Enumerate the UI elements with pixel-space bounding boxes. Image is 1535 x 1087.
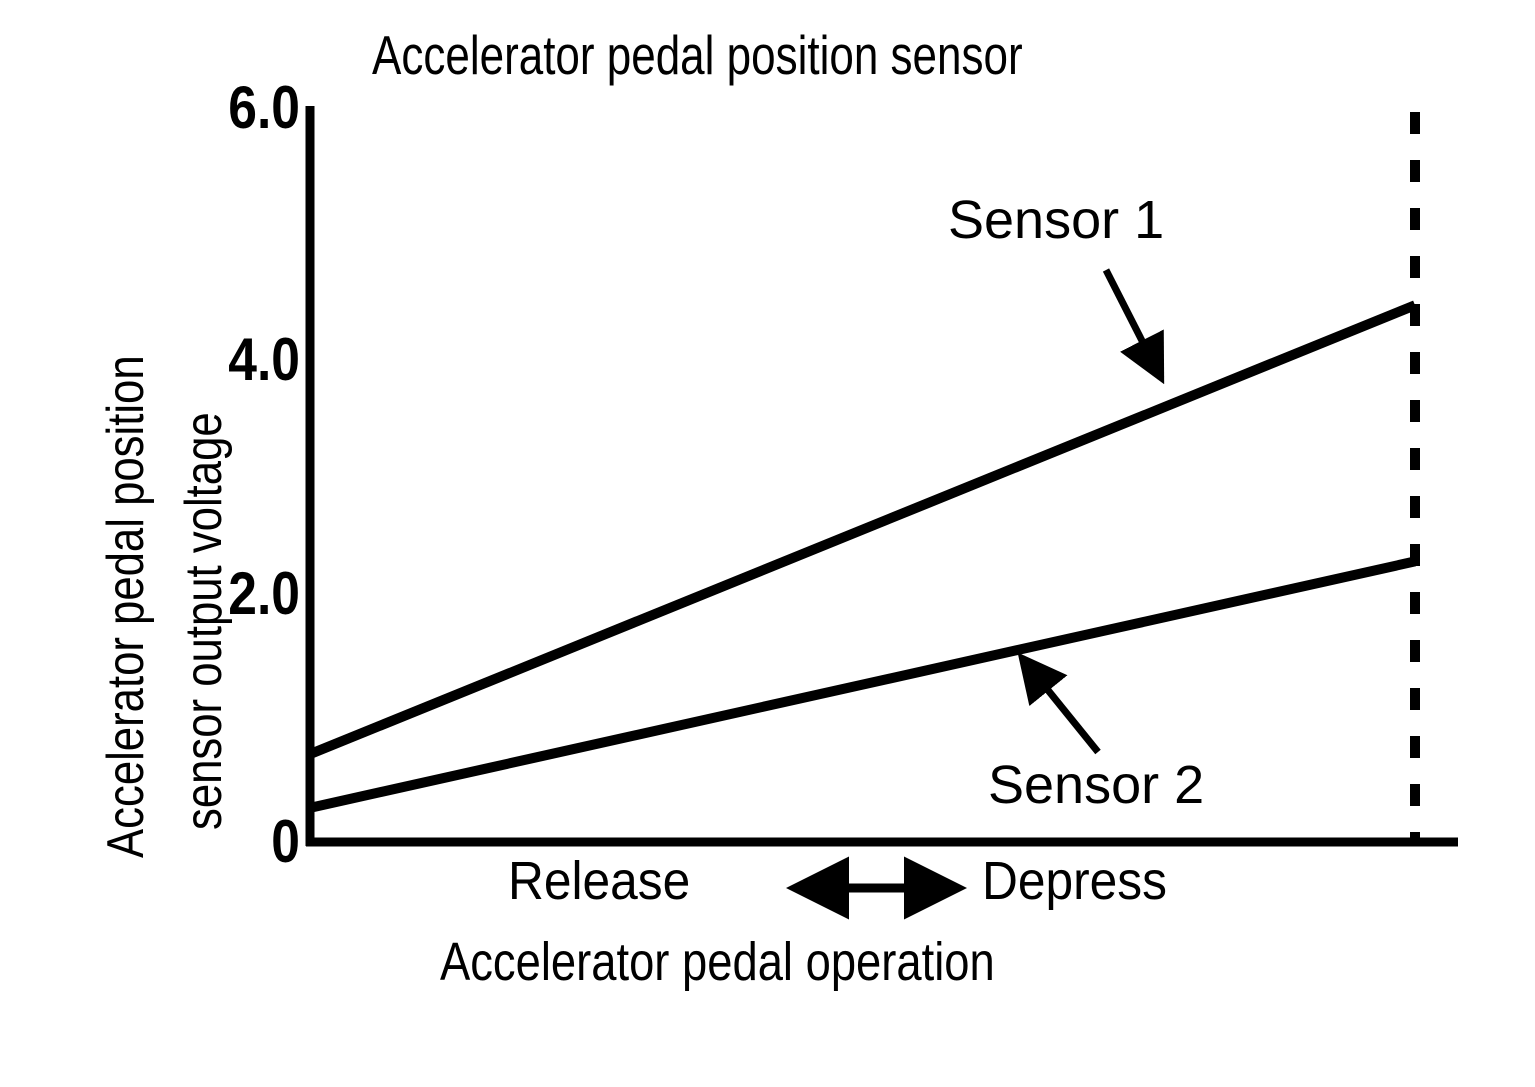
y-tick-label-6: 6.0 <box>228 74 300 141</box>
sensor-1-callout-arrow-icon <box>1102 268 1165 385</box>
data-line-sensor-2 <box>308 556 1417 813</box>
y-tick-label-2: 2.0 <box>228 560 300 627</box>
data-line-sensor-1 <box>308 300 1417 759</box>
x-direction-label-depress: Depress <box>982 851 1167 911</box>
y-tick-label-4: 4.0 <box>228 326 300 393</box>
sensor-2-callout-arrow-icon <box>1017 652 1101 755</box>
y-tick-label-0: 0 <box>271 808 300 875</box>
series-label-sensor-1: Sensor 1 <box>948 190 1165 250</box>
series-label-sensor-2: Sensor 2 <box>988 755 1205 815</box>
x-axis-label: Accelerator pedal operation <box>440 932 995 992</box>
chart-title: Accelerator pedal position sensor <box>372 24 1023 86</box>
x-direction-label-release: Release <box>508 851 691 911</box>
